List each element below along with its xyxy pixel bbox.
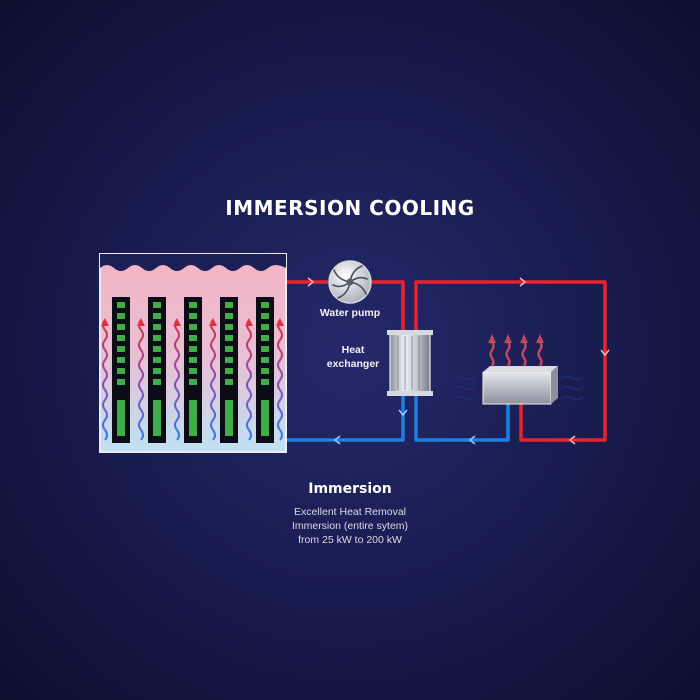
- server-rack-group: [101, 297, 284, 443]
- cooling-air-waves: [453, 375, 583, 401]
- server-blade-icon: [220, 297, 238, 443]
- heat-exchanger-icon: [387, 330, 433, 396]
- server-blade-icon: [112, 297, 130, 443]
- heat-wave-icon: [453, 385, 475, 391]
- heat-wave-icon: [537, 341, 543, 367]
- hot-pipes: [287, 280, 607, 442]
- heat-wave-icon: [210, 319, 216, 441]
- heat-arrow-head: [536, 334, 544, 343]
- hot-pipe-pump-to-exchanger: [372, 280, 405, 332]
- hot-pipe-secondary-loop: [414, 280, 607, 442]
- heat-arrow-head: [245, 318, 253, 326]
- info-line-2: Immersion (entire sytem): [291, 520, 409, 532]
- flow-arrow: [398, 409, 408, 417]
- info-line-3: from 25 kW to 200 kW: [298, 534, 402, 546]
- heat-wave-icon: [561, 375, 583, 381]
- heat-arrow-head: [504, 334, 512, 343]
- heat-wave-icon: [561, 395, 583, 401]
- immersion-tank: [99, 253, 287, 453]
- heat-exchanger-label-line2: exchanger: [326, 358, 380, 370]
- server-blade-icon: [256, 297, 274, 443]
- heat-source-block-icon: [453, 334, 583, 405]
- heat-wave-icon: [102, 319, 108, 441]
- heat-arrow-head: [276, 318, 284, 326]
- server-blade-icon: [184, 297, 202, 443]
- heat-wave-icon: [521, 341, 527, 367]
- heat-wave-icon: [453, 375, 475, 381]
- flow-arrow: [519, 277, 527, 287]
- heat-wave-icon: [246, 319, 252, 441]
- tank-liquid-surface: [100, 254, 286, 271]
- heat-wave-icon: [174, 319, 180, 441]
- heat-wave-icon: [489, 341, 495, 367]
- flow-arrow: [307, 277, 315, 287]
- flow-arrow: [333, 435, 341, 445]
- heat-arrow-head: [520, 334, 528, 343]
- flow-arrow: [568, 435, 576, 445]
- info-line-1: Excellent Heat Removal: [293, 506, 407, 518]
- flow-arrow: [600, 349, 610, 357]
- heat-wave-icon: [277, 319, 283, 441]
- flow-arrow: [468, 435, 476, 445]
- heat-rise-waves: [488, 334, 544, 367]
- water-pump-icon: [328, 260, 372, 304]
- water-pump-label: Water pump: [319, 307, 381, 319]
- cold-pipes: [287, 394, 510, 442]
- heat-wave-icon: [561, 385, 583, 391]
- flow-arrows: [307, 277, 610, 445]
- heat-wave-icon: [505, 341, 511, 367]
- heat-arrow-head: [173, 318, 181, 326]
- heat-arrow-head: [137, 318, 145, 326]
- info-heading: Immersion: [308, 481, 392, 497]
- heat-wave-icon: [453, 395, 475, 401]
- heat-exchanger-label-line1: Heat: [341, 344, 365, 356]
- cold-pipe-exchanger-to-tank: [287, 394, 405, 442]
- diagram-title: IMMERSION COOLING: [225, 196, 475, 220]
- heat-wave-icon: [138, 319, 144, 441]
- heat-arrow-head: [101, 318, 109, 326]
- heat-arrow-head: [209, 318, 217, 326]
- server-blade-icon: [148, 297, 166, 443]
- heat-exchanger-label: Heat exchanger: [322, 343, 384, 371]
- cold-pipe-secondary-return: [414, 394, 510, 442]
- heat-arrow-head: [488, 334, 496, 343]
